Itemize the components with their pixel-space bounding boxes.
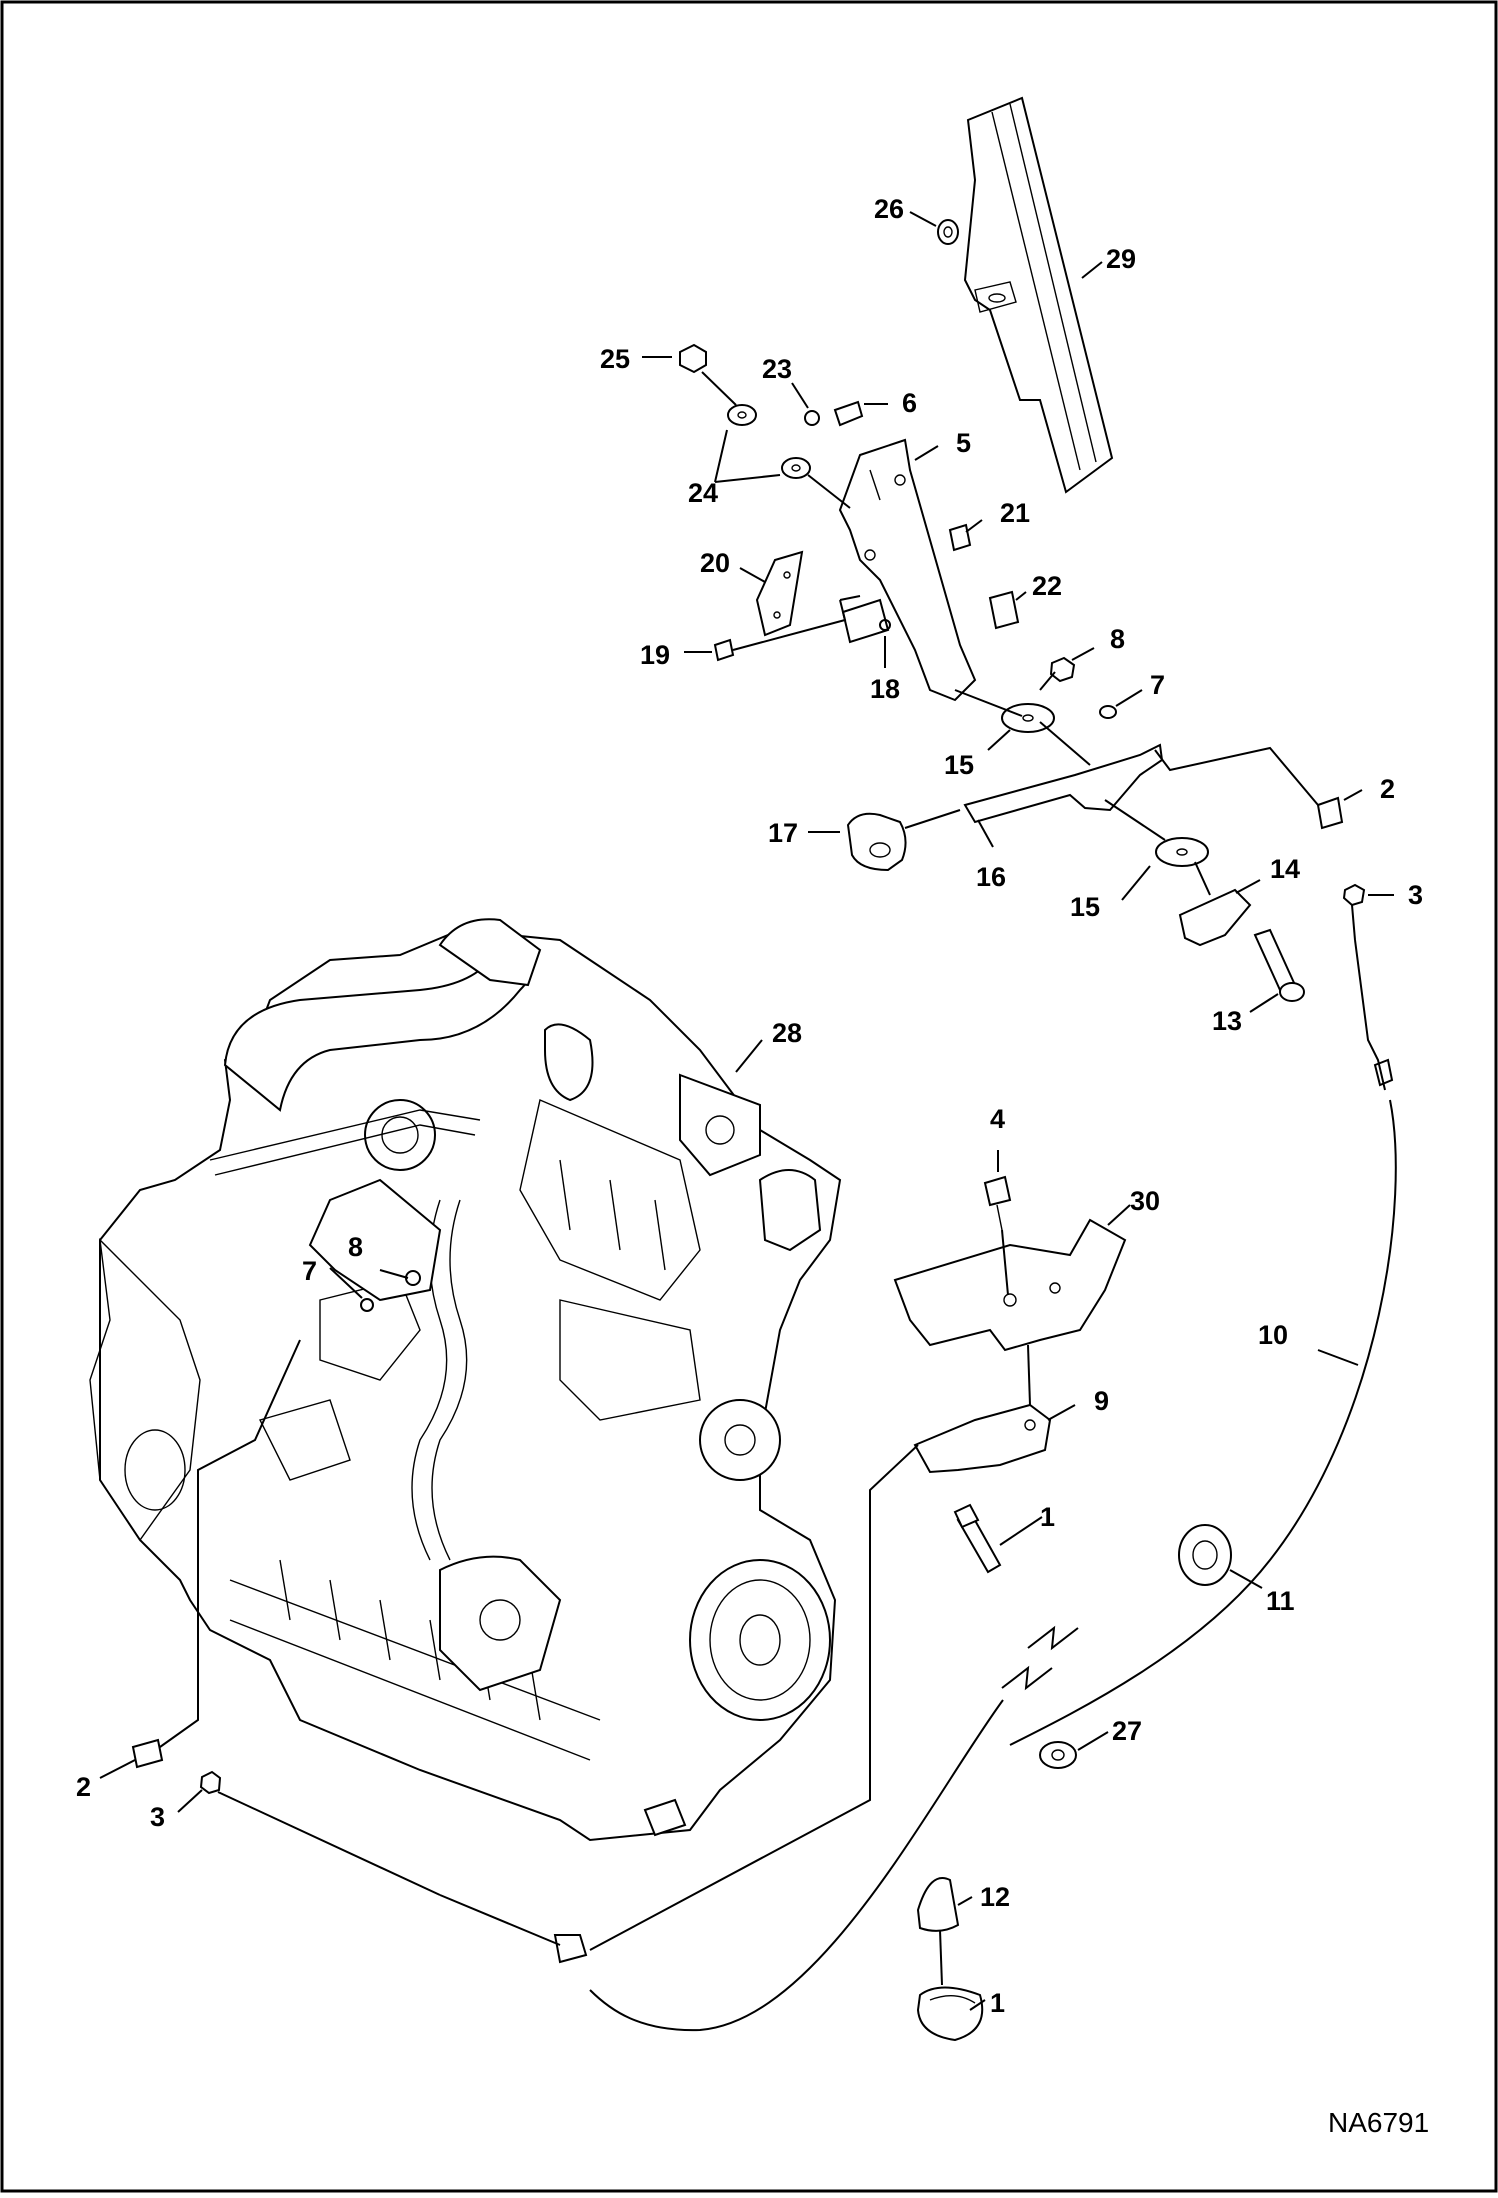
part-25-nut bbox=[679, 343, 707, 374]
callout-9: 9 bbox=[1094, 1386, 1109, 1416]
callout-18: 18 bbox=[870, 674, 900, 704]
part-7-washer-upper bbox=[1099, 705, 1117, 719]
callout-12: 12 bbox=[980, 1882, 1010, 1912]
part-17-pedal-pad bbox=[846, 812, 907, 872]
callout-15-upper: 15 bbox=[944, 750, 974, 780]
callout-29: 29 bbox=[1106, 244, 1136, 274]
part-9-bracket bbox=[913, 1403, 1052, 1474]
part-3-nut-upper bbox=[1342, 883, 1366, 907]
callout-2-lower: 2 bbox=[76, 1772, 91, 1802]
cable-break-symbols bbox=[1001, 1625, 1079, 1691]
callout-3-lower: 3 bbox=[150, 1802, 165, 1832]
part-19-screw bbox=[713, 638, 735, 662]
callout-7-engine: 7 bbox=[302, 1256, 317, 1286]
callout-13: 13 bbox=[1212, 1006, 1242, 1036]
part-27-fastener bbox=[1039, 1741, 1077, 1769]
part-13-pin bbox=[1253, 928, 1305, 1002]
callout-26: 26 bbox=[874, 194, 904, 224]
callout-19: 19 bbox=[640, 640, 670, 670]
callout-7-upper: 7 bbox=[1150, 670, 1165, 700]
part-30-shield bbox=[893, 1218, 1127, 1352]
leader-lines bbox=[99, 211, 1394, 2011]
callout-17: 17 bbox=[768, 818, 798, 848]
part-8-nut-upper bbox=[1049, 656, 1076, 683]
callout-23: 23 bbox=[762, 354, 792, 384]
part-1-bolt-middle bbox=[953, 1503, 1002, 1574]
callout-11: 11 bbox=[1266, 1586, 1295, 1616]
callout-2-upper: 2 bbox=[1380, 774, 1395, 804]
part-28-engine bbox=[89, 918, 842, 1842]
callout-14: 14 bbox=[1270, 854, 1300, 884]
callout-labels: 26 29 25 23 6 5 24 21 20 22 19 18 8 7 15… bbox=[76, 194, 1429, 2138]
part-14-plate bbox=[1178, 888, 1252, 947]
callout-21: 21 bbox=[1000, 498, 1030, 528]
part-24-washers bbox=[727, 404, 811, 479]
part-21-bolt bbox=[948, 523, 972, 552]
callout-8-engine: 8 bbox=[348, 1232, 363, 1262]
callout-1-lower: 1 bbox=[990, 1988, 1005, 2018]
callout-3-upper: 3 bbox=[1408, 880, 1423, 910]
callout-15-lower: 15 bbox=[1070, 892, 1100, 922]
part-4-bolt bbox=[983, 1175, 1012, 1231]
part-1-tie-strap bbox=[916, 1986, 984, 2042]
part-6-nut bbox=[833, 400, 864, 427]
part-11-grommet bbox=[1178, 1524, 1232, 1586]
callout-4: 4 bbox=[990, 1104, 1005, 1134]
callout-8-upper: 8 bbox=[1110, 624, 1125, 654]
callout-27: 27 bbox=[1112, 1716, 1142, 1746]
callout-22: 22 bbox=[1032, 571, 1062, 601]
part-20-plate bbox=[755, 550, 804, 637]
part-15-washers bbox=[1001, 703, 1209, 867]
part-29-frame-rail bbox=[963, 96, 1114, 494]
callout-6: 6 bbox=[902, 388, 917, 418]
callout-25: 25 bbox=[600, 344, 630, 374]
part-10-cable bbox=[439, 939, 1397, 2032]
part-5-bracket bbox=[838, 438, 977, 702]
part-16-pedal-arm bbox=[963, 743, 1164, 824]
callout-28: 28 bbox=[772, 1018, 802, 1048]
part-3-nut-lower bbox=[199, 1770, 222, 1795]
callout-1-middle: 1 bbox=[1040, 1502, 1055, 1532]
callout-24: 24 bbox=[688, 478, 718, 508]
callout-10: 10 bbox=[1258, 1320, 1288, 1350]
callout-30: 30 bbox=[1130, 1186, 1160, 1216]
part-26-nut bbox=[937, 219, 959, 245]
callout-20: 20 bbox=[700, 548, 730, 578]
callout-5: 5 bbox=[956, 428, 971, 458]
part-22-block bbox=[988, 590, 1020, 630]
part-12-clamp bbox=[916, 1877, 960, 1932]
callout-16: 16 bbox=[976, 862, 1006, 892]
part-23-bolt bbox=[804, 410, 820, 426]
part-2-ball-joint-lower bbox=[131, 1738, 164, 1769]
part-2-ball-joint-upper bbox=[1316, 796, 1344, 830]
diagram-reference-code: NA6791 bbox=[1328, 2107, 1429, 2138]
